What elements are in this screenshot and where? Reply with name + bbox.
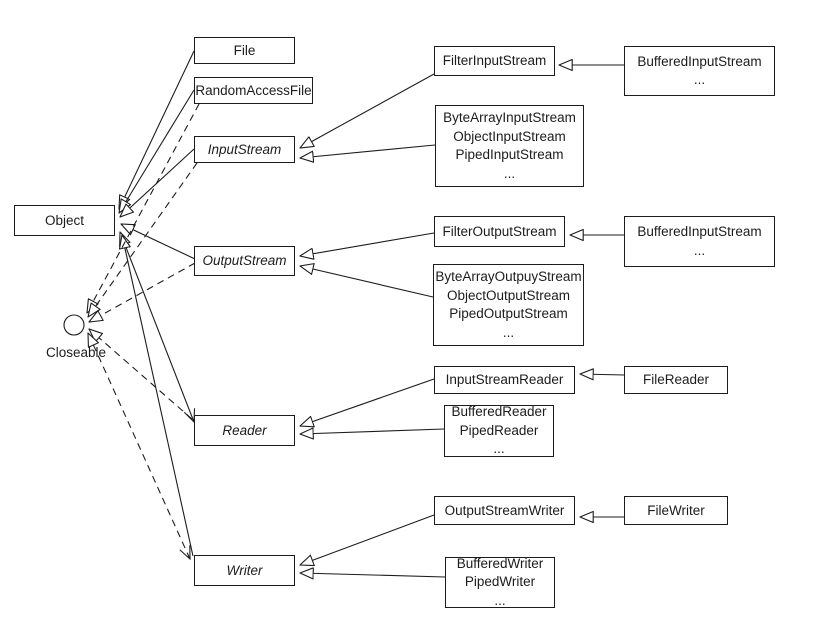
- class-label-line: ByteArrayOutpuyStream: [435, 269, 582, 284]
- edge-outputstream-closeable: [89, 262, 196, 322]
- class-node-randomaccessfile: RandomAccessFile: [194, 77, 313, 104]
- class-label-line: PipedOutputStream: [449, 306, 568, 321]
- class-label-outputstream: OutputStream: [202, 253, 287, 268]
- edge-randomaccessfile-object: [119, 89, 195, 213]
- class-label-line: ...: [494, 592, 506, 608]
- class-label-writer: Writer: [226, 562, 263, 578]
- class-label-line: BufferedReader: [451, 404, 547, 420]
- edge-outputstreamwriter-writer: [300, 514, 435, 565]
- class-label-line: BufferedWriter: [456, 555, 544, 571]
- class-label-file: File: [233, 42, 256, 58]
- class-label-filterinputstream: FilterInputStream: [442, 53, 547, 68]
- class-node-filteroutputstream: FilterOutputStream: [434, 216, 565, 247]
- class-node-inputstream: InputStream: [194, 136, 295, 163]
- class-label-line: ...: [503, 165, 516, 181]
- class-node-writer: Writer: [194, 555, 295, 586]
- class-label-object: Object: [44, 212, 85, 228]
- class-label-inputstream: InputStream: [207, 141, 282, 157]
- class-label-outputstreamwriter: OutputStreamWriter: [444, 502, 565, 518]
- edge-filereader-inputstreamreader: [580, 374, 625, 375]
- class-label-line: ...: [693, 242, 706, 258]
- class-node-reader: Reader: [194, 415, 295, 446]
- class-node-filereader: FileReader: [624, 366, 728, 394]
- class-label-line: ObjectOutputStream: [446, 287, 571, 303]
- class-label-filteroutputstream: FilterOutputStream: [442, 223, 557, 239]
- class-node-writer-group: BufferedWriter PipedWriter ...: [445, 555, 555, 608]
- class-node-reader-group: BufferedReader PipedReader ...: [444, 404, 554, 457]
- class-label-reader: Reader: [222, 422, 267, 438]
- edge-reader-closeable: [89, 329, 193, 420]
- edge-file-object: [119, 50, 195, 209]
- edge-writergroup-writer: [300, 573, 446, 577]
- class-label-line: ...: [493, 441, 505, 457]
- class-node-outputstream: OutputStream: [194, 246, 295, 276]
- class-node-inputstream-group: ByteArrayInputStream ObjectInputStream P…: [435, 105, 584, 187]
- edge-writer-object: [122, 235, 194, 557]
- edge-filterinputstream-inputstream: [300, 73, 435, 148]
- class-label-filereader: FileReader: [642, 372, 710, 387]
- edge-filteroutputstream-outputstream: [300, 232, 435, 256]
- class-label-line: PipedInputStream: [455, 147, 564, 162]
- class-node-file: File: [194, 37, 295, 64]
- class-node-object: Object: [14, 205, 115, 236]
- class-node-bufferedinputstream-mid: BufferedInputStream ...: [624, 216, 775, 267]
- class-label-inputstreamreader: InputStreamReader: [445, 372, 564, 387]
- edge-outputgroup-outputstream: [300, 266, 434, 298]
- class-label-line: PipedReader: [459, 422, 539, 438]
- class-node-bufferedinputstream-top: BufferedInputStream ...: [624, 46, 775, 96]
- class-node-inputstreamreader: InputStreamReader: [434, 366, 575, 394]
- class-label-randomaccessfile: RandomAccessFile: [195, 82, 312, 98]
- edge-randomaccessfile-closeable: [87, 103, 200, 313]
- class-node-filterinputstream: FilterInputStream: [434, 46, 555, 76]
- class-label-line: ObjectInputStream: [453, 128, 566, 144]
- edge-writer-closeable: [88, 333, 190, 559]
- class-node-outputstream-group: ByteArrayOutpuyStream ObjectOutputStream…: [433, 264, 584, 346]
- class-node-filewriter: FileWriter: [624, 496, 728, 525]
- class-label-line: ...: [502, 324, 515, 340]
- class-label-filewriter: FileWriter: [647, 502, 705, 518]
- edge-inputstream-closeable: [88, 162, 198, 317]
- class-label-line: ByteArrayInputStream: [443, 110, 576, 125]
- class-label-line: BufferedInputStream: [637, 53, 762, 69]
- class-label-line: BufferedInputStream: [637, 224, 762, 239]
- edge-inputgroup-inputstream: [300, 144, 436, 158]
- class-node-outputstreamwriter: OutputStreamWriter: [434, 496, 575, 525]
- edge-inputstreamreader-reader: [300, 378, 435, 426]
- class-label-line: ...: [693, 72, 706, 87]
- class-label-line: PipedWriter: [464, 574, 536, 590]
- interface-label-closeable: Closeable: [46, 345, 107, 360]
- closeable-interface-circle: [63, 314, 85, 336]
- edge-readergroup-reader: [300, 429, 445, 434]
